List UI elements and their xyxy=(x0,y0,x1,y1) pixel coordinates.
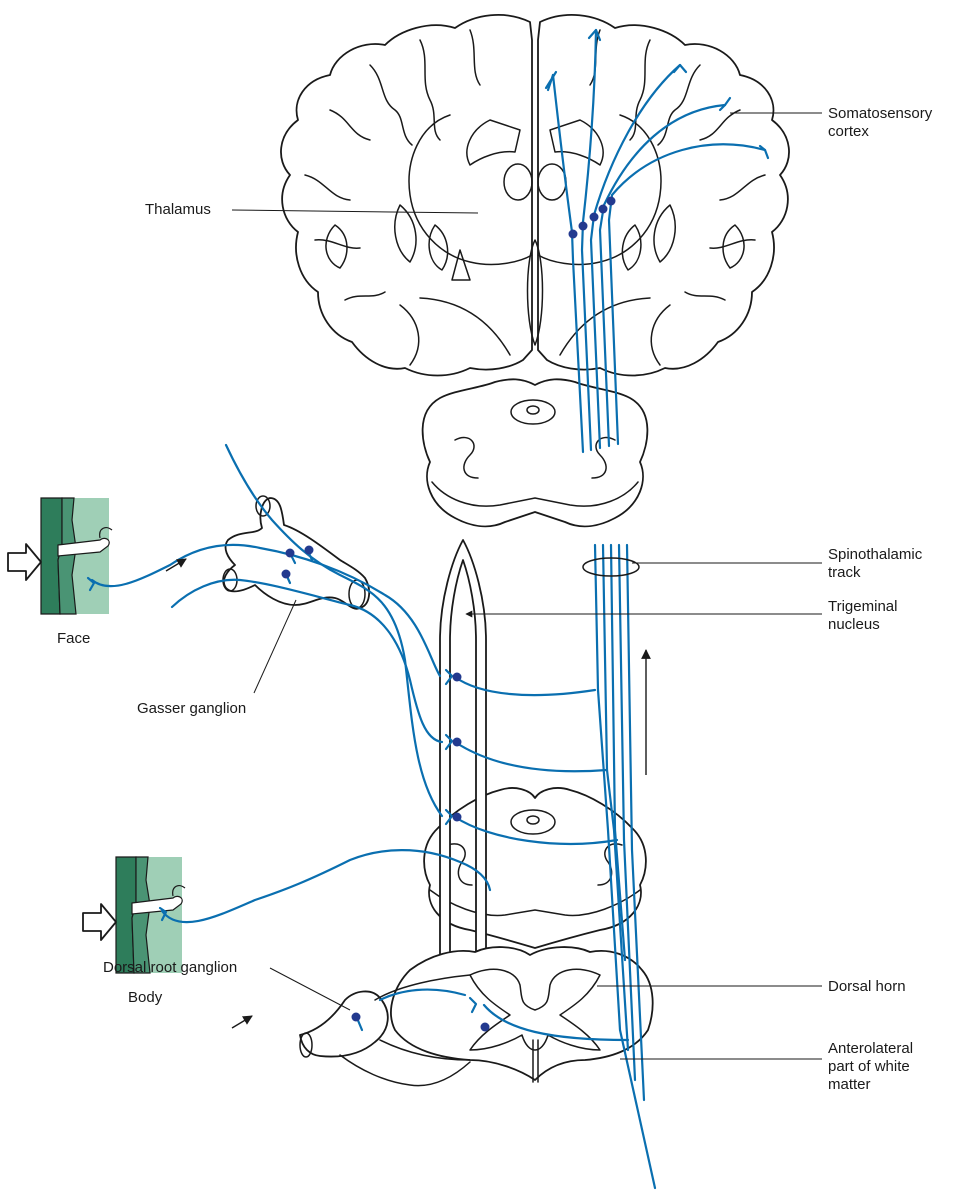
soma-dot xyxy=(599,205,608,214)
leader-gasser xyxy=(254,600,296,693)
arrow-icon xyxy=(232,1016,252,1028)
soma-dot xyxy=(453,673,462,682)
hollow-right-arrow-icon xyxy=(8,544,41,580)
label-spinothalamic-track: Spinothalamic track xyxy=(828,546,926,581)
soma-dot xyxy=(590,213,599,222)
soma-dot xyxy=(286,549,295,558)
soma-dot xyxy=(282,570,291,579)
body-skin-inset xyxy=(116,857,185,973)
hollow-right-arrow-icon xyxy=(83,904,116,940)
label-face: Face xyxy=(57,630,90,647)
label-somatosensory-cortex: Somatosensory cortex xyxy=(828,105,936,140)
leader-drg xyxy=(270,968,350,1010)
soma-dot xyxy=(352,1013,361,1022)
left-hemisphere xyxy=(281,15,532,376)
label-body: Body xyxy=(128,989,163,1006)
label-dorsal-root-ganglion: Dorsal root ganglion xyxy=(103,959,237,976)
soma-dot xyxy=(481,1023,490,1032)
soma-dot xyxy=(607,197,616,206)
brainstem-section-upper xyxy=(423,379,648,526)
face-skin-inset xyxy=(41,498,112,614)
soma-dot xyxy=(453,813,462,822)
soma-dot xyxy=(453,738,462,747)
soma-dot xyxy=(569,230,578,239)
brain-coronal-section xyxy=(281,15,789,376)
label-anterolateral-white-matter: Anterolateral part of white matter xyxy=(828,1040,917,1093)
label-dorsal-horn: Dorsal horn xyxy=(828,978,906,995)
soma-dot xyxy=(305,546,314,555)
label-thalamus: Thalamus xyxy=(145,201,211,218)
label-trigeminal-nucleus: Trigeminal nucleus xyxy=(828,598,902,633)
soma-dot xyxy=(579,222,588,231)
label-gasser-ganglion: Gasser ganglion xyxy=(137,700,246,717)
